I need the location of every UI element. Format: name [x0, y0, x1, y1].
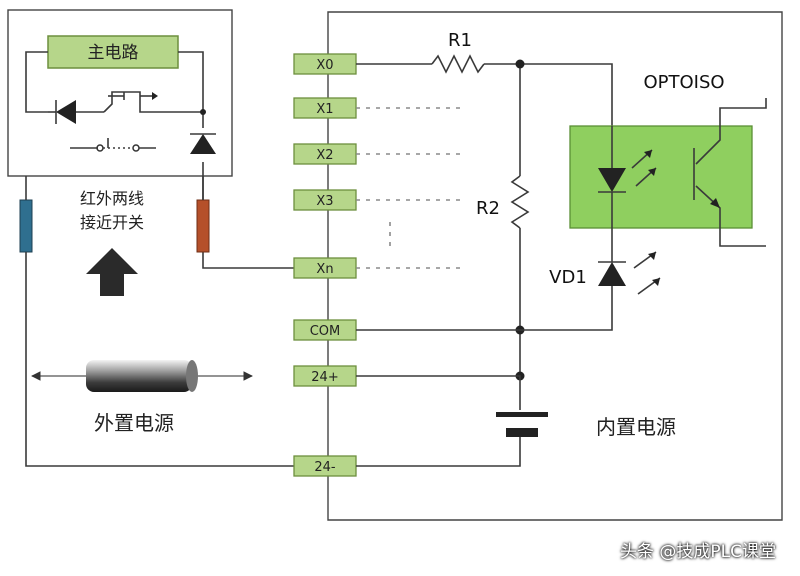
sensor-lead-brown [196, 199, 210, 253]
diode-icon [190, 133, 216, 154]
vd1-led-icon [598, 228, 661, 300]
internal-supply-label: 内置电源 [596, 415, 676, 439]
plc-enclosure [327, 11, 783, 521]
internal-battery-icon [496, 412, 548, 437]
terminal-x0-label: X0 [316, 58, 333, 73]
terminal-24plus-label: 24+ [311, 370, 338, 385]
external-supply-label: 外置电源 [94, 411, 174, 435]
sensor-enclosure [7, 9, 233, 177]
optoiso-label: OPTOISO [643, 72, 724, 93]
sensor-label-line1: 红外两线 [80, 189, 144, 208]
terminal-xn-label: Xn [316, 262, 333, 277]
opto-led-icon [598, 126, 657, 228]
vd1-label: VD1 [549, 267, 587, 288]
phototransistor-icon [693, 98, 767, 247]
watermark: 头条 @技成PLC课堂 [620, 542, 776, 562]
terminal-x2-label: X2 [316, 148, 333, 163]
resistor-r1-icon [431, 54, 485, 74]
switch-icon [70, 138, 156, 152]
up-arrow-icon [86, 248, 138, 296]
terminal-24minus-label: 24- [314, 460, 336, 475]
sensor-lead-blue [19, 199, 33, 253]
external-power-supply-icon [31, 360, 253, 392]
sensor-label-line2: 接近开关 [80, 213, 144, 232]
main-circuit-label: 主电路 [88, 43, 139, 63]
r2-label: R2 [476, 198, 500, 219]
resistor-r2-icon [510, 175, 530, 229]
zener-diode-icon [48, 100, 104, 124]
terminal-x3-label: X3 [316, 194, 333, 209]
optoisolator-box [569, 125, 753, 229]
terminal-x1-label: X1 [316, 102, 333, 117]
transistor-icon [103, 91, 203, 113]
terminal-block [293, 53, 357, 477]
terminal-com-label: COM [310, 324, 341, 339]
r1-label: R1 [448, 30, 472, 51]
